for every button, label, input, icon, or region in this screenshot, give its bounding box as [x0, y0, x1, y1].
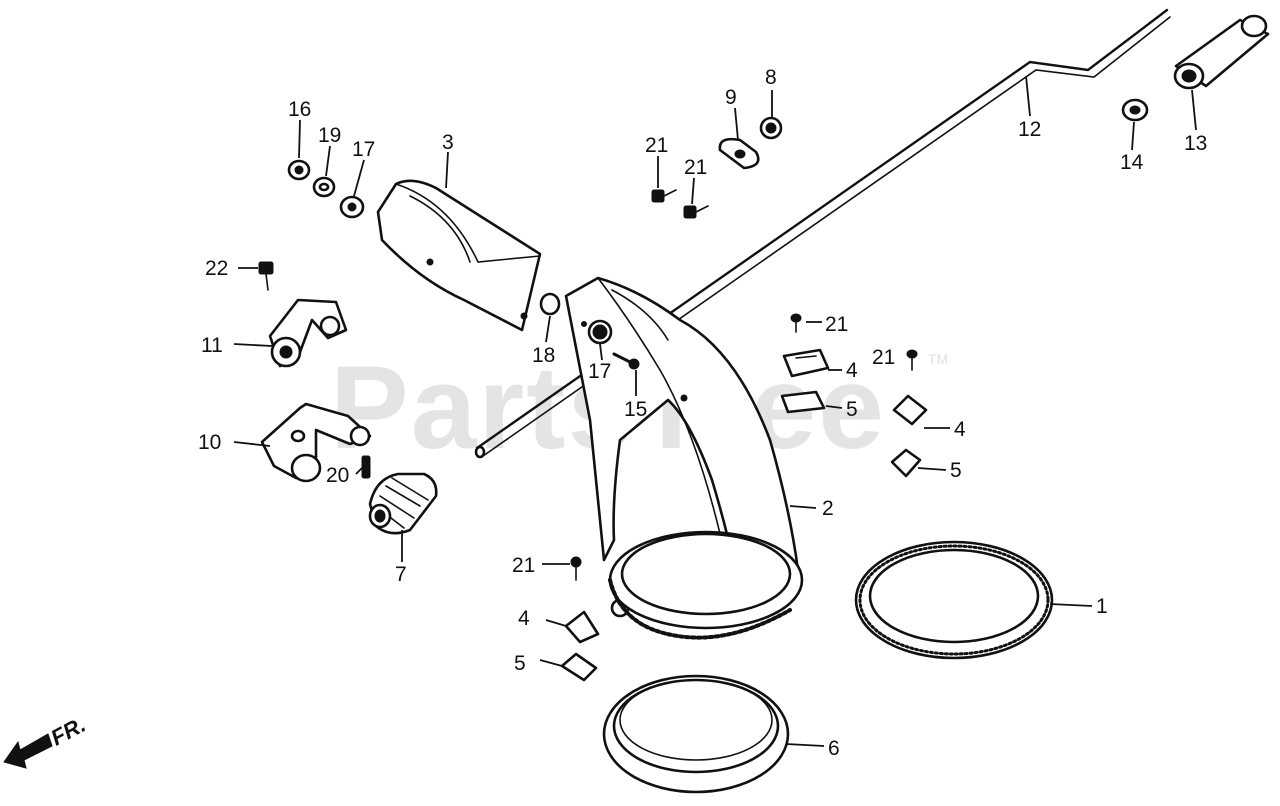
callout-10[interactable]: 10 [198, 431, 221, 454]
part-5-plate-right-b[interactable] [890, 448, 922, 478]
callout-21e[interactable]: 21 [512, 554, 535, 577]
part-5-plate-right-a[interactable] [780, 390, 826, 414]
callout-7[interactable]: 7 [395, 563, 407, 586]
part-17-washer-lower[interactable] [587, 319, 613, 345]
callout-15[interactable]: 15 [624, 398, 647, 421]
callout-5b[interactable]: 5 [950, 459, 962, 482]
watermark-trademark: TM [928, 351, 948, 367]
callout-17a[interactable]: 17 [352, 138, 375, 161]
part-21-bolt-top-a[interactable] [651, 189, 677, 203]
part-18-washer[interactable] [539, 292, 561, 316]
callout-8[interactable]: 8 [765, 66, 777, 89]
part-9-plate[interactable] [718, 137, 760, 170]
callout-4a[interactable]: 4 [846, 359, 858, 382]
part-5-plate-lower[interactable] [560, 652, 598, 682]
part-21-bolt-right-b[interactable] [906, 349, 918, 371]
leader-lines [233, 75, 1197, 747]
part-4-clip-right-a[interactable] [782, 348, 830, 378]
part-11-bracket[interactable] [268, 298, 348, 368]
callout-11[interactable]: 11 [201, 334, 223, 357]
part-19-washer[interactable] [312, 176, 336, 198]
callout-4b[interactable]: 4 [954, 418, 966, 441]
callout-17b[interactable]: 17 [588, 360, 611, 383]
callout-21a[interactable]: 21 [645, 134, 668, 157]
callout-5c[interactable]: 5 [514, 652, 526, 675]
callout-21b[interactable]: 21 [684, 156, 707, 179]
callout-labels: 1 2 3 4 4 4 5 5 5 6 7 8 9 10 11 12 13 14… [198, 66, 1207, 760]
part-22-bolt[interactable] [258, 261, 274, 291]
callout-12[interactable]: 12 [1018, 118, 1041, 141]
part-4-clip-lower[interactable] [564, 610, 600, 644]
part-21-bolt-right-a[interactable] [790, 313, 802, 333]
front-label: FR. [47, 712, 90, 751]
callout-20[interactable]: 20 [326, 464, 349, 487]
callout-5a[interactable]: 5 [846, 398, 858, 421]
callout-3[interactable]: 3 [442, 131, 454, 154]
part-21-bolt-top-b[interactable] [683, 205, 709, 219]
callout-13[interactable]: 13 [1184, 132, 1207, 155]
callout-21d[interactable]: 21 [872, 346, 895, 369]
callout-6[interactable]: 6 [828, 737, 840, 760]
part-20-pin[interactable] [361, 455, 371, 479]
callout-1[interactable]: 1 [1096, 595, 1108, 618]
part-15-bolt[interactable] [612, 352, 640, 370]
callout-4c[interactable]: 4 [518, 607, 530, 630]
part-3-deflector[interactable] [376, 179, 542, 332]
callout-16[interactable]: 16 [288, 98, 311, 121]
part-7-worm-gear[interactable] [368, 472, 438, 535]
part-6-ring[interactable] [602, 674, 790, 794]
callout-2[interactable]: 2 [822, 497, 834, 520]
part-10-bracket[interactable] [260, 402, 372, 483]
part-17-washer-top[interactable] [339, 195, 365, 219]
part-4-clip-right-b[interactable] [892, 394, 928, 426]
callout-14[interactable]: 14 [1120, 151, 1144, 174]
part-8-nut[interactable] [759, 116, 783, 140]
callout-18[interactable]: 18 [532, 344, 555, 367]
part-13-grip[interactable] [1173, 14, 1270, 90]
part-16-nut[interactable] [287, 159, 311, 181]
part-12-chute-rod[interactable] [474, 8, 1171, 459]
part-14-nut[interactable] [1121, 98, 1149, 122]
callout-21c[interactable]: 21 [825, 313, 848, 336]
part-2-chute[interactable] [564, 276, 804, 640]
callout-9[interactable]: 9 [725, 86, 737, 109]
callout-19[interactable]: 19 [318, 124, 341, 147]
part-21-bolt-lower[interactable] [570, 556, 582, 581]
callout-22[interactable]: 22 [205, 257, 228, 280]
part-1-gear-ring[interactable] [854, 540, 1054, 660]
front-arrow-icon: FR. [3, 712, 90, 769]
